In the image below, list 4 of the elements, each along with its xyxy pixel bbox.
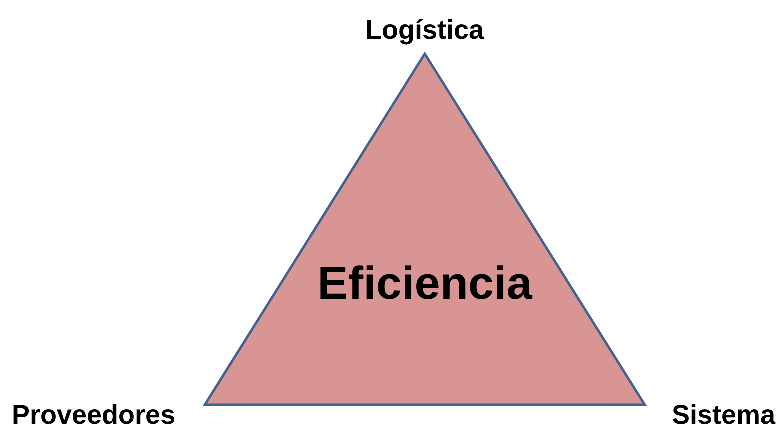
vertex-label: Logística <box>366 17 484 44</box>
vertex-label: Sistema <box>672 402 776 428</box>
vertex-label: Proveedores <box>12 402 176 428</box>
center-label: Eficiencia <box>318 257 532 309</box>
